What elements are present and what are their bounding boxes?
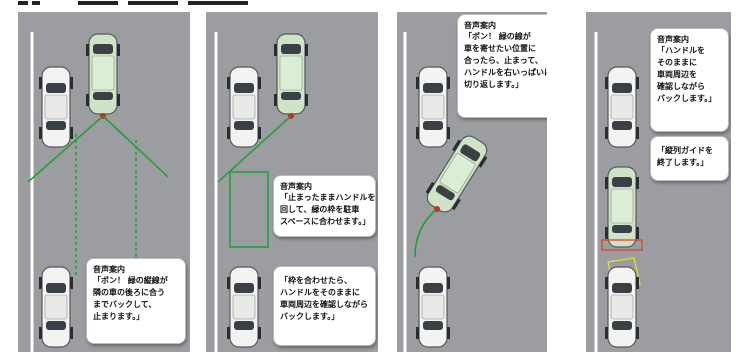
step-panel-4: 音声案内 「ハンドルを そのままに 車両周辺を 確認しながら バックします。」 … (586, 12, 731, 352)
voice-guide-callout: 音声案内 「ハンドルを そのままに 車両周辺を 確認しながら バックします。」 (650, 28, 729, 132)
own-car (604, 166, 640, 248)
callout-title: 音声案内 (93, 265, 125, 274)
guide-frame (229, 171, 269, 248)
parked-car-rear (604, 266, 640, 348)
parked-car-front (38, 66, 74, 148)
parked-car-front (604, 66, 640, 148)
red-guide-box (601, 239, 643, 251)
header-strip (0, 0, 736, 10)
callout-text: 「止まったままハンドルを 回して、緑の枠を駐車 スペースに合わせます。」 (280, 193, 376, 226)
own-car (273, 33, 309, 115)
callout-text: 「ポン！ 緑の線が 車を寄せたい位置に 合ったら、止まって、 ハンドルを右いっぱ… (464, 32, 547, 89)
parked-car-rear (415, 266, 451, 348)
parking-scene-3 (403, 32, 494, 352)
parked-car-rear (38, 266, 74, 348)
guide-line-left (27, 115, 104, 183)
callout-title: 音声案内 (280, 182, 312, 191)
own-car (85, 33, 121, 115)
callout-title: 音声案内 (657, 35, 689, 44)
parking-scene-1 (27, 32, 169, 352)
parked-car-front (415, 66, 451, 148)
callout-text: 「枠を合わせたら、 ハンドルをそのままに 車両周辺を確認しながら バックします。… (280, 276, 368, 321)
voice-guide-callout: 音声案内 「ポン！ 緑の線が 車を寄せたい位置に 合ったら、止まって、 ハンドル… (457, 14, 547, 118)
voice-guide-callout: 音声案内 「ポン！ 緑の縦線が 隣の車の後ろに合う までバックして、 止まります… (86, 258, 186, 344)
header-text-fragment (18, 1, 248, 5)
step-panel-3: 音声案内 「ポン！ 緑の線が 車を寄せたい位置に 合ったら、止まって、 ハンドル… (397, 12, 547, 352)
step-panel-2: 音声案内 「止まったままハンドルを 回して、緑の枠を駐車 スペースに合わせます。… (206, 12, 378, 352)
parking-scene-4 (594, 32, 643, 352)
parking-scene-2 (214, 32, 309, 352)
guide-line (217, 115, 292, 183)
guide-line (414, 208, 438, 258)
parked-car-front (226, 66, 262, 148)
callout-title: 音声案内 (464, 21, 496, 30)
voice-guide-callout: 「枠を合わせたら、 ハンドルをそのままに 車両周辺を確認しながら バックします。… (273, 266, 376, 346)
voice-guide-callout: 音声案内 「止まったままハンドルを 回して、緑の枠を駐車 スペースに合わせます。… (273, 175, 376, 237)
callout-text: 「ハンドルを そのままに 車両周辺を 確認しながら バックします。」 (657, 46, 717, 103)
step-panel-1: 音声案内 「ポン！ 緑の縦線が 隣の車の後ろに合う までバックして、 止まります… (18, 12, 190, 352)
callout-text: 「縦列ガイドを 終了します。」 (657, 146, 713, 167)
parked-car-rear (226, 266, 262, 348)
callout-text: 「ポン！ 緑の縦線が 隣の車の後ろに合う までバックして、 止まります。」 (93, 276, 168, 321)
voice-guide-callout: 「縦列ガイドを 終了します。」 (650, 136, 729, 181)
